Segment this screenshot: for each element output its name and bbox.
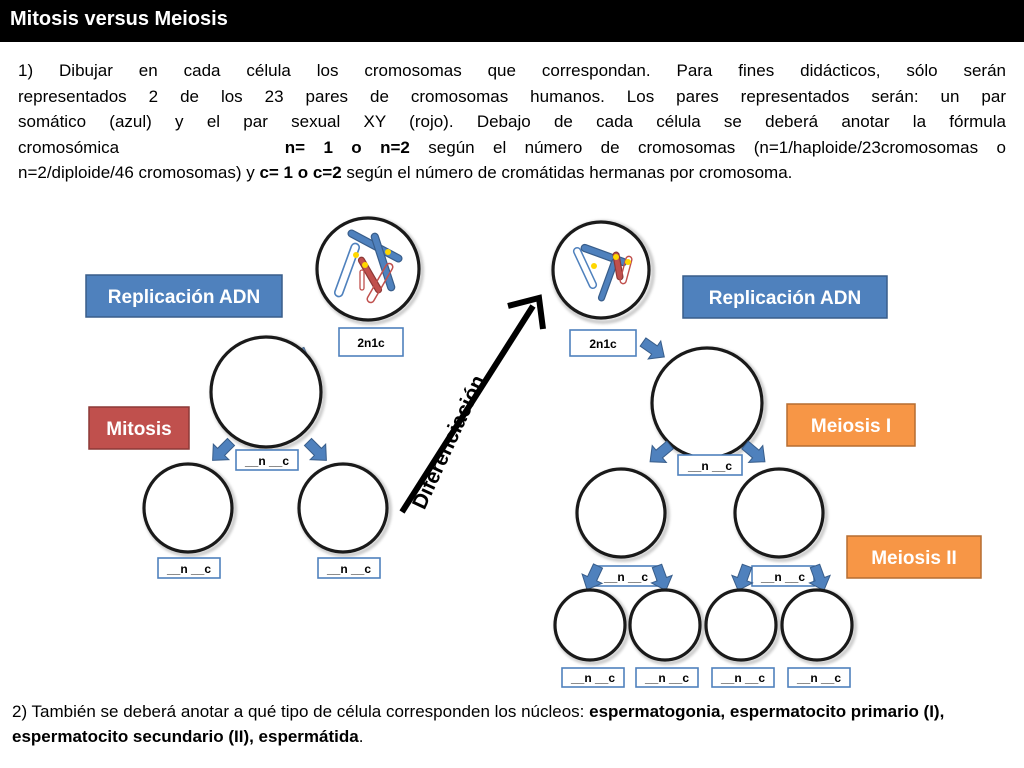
formula-blank-text: __n __c <box>603 570 648 584</box>
mitosis-start-cell <box>315 216 424 325</box>
arrow-icon <box>650 563 674 592</box>
instructions-p2-end: . <box>358 727 364 746</box>
instructions-line-4: cromosómica n= 1 o n=2 según el número d… <box>18 135 1006 161</box>
arrow-icon <box>303 437 327 461</box>
instructions-line-1: 1) Dibujar en cada célula los cromosomas… <box>18 61 1006 80</box>
meiosis-secondary-cell-left <box>575 467 670 562</box>
instructions-line-5: n=2/diploide/46 cromosomas) y c= 1 o c=2… <box>18 160 1006 186</box>
formula-blank-label <box>561 667 625 688</box>
instructions-line-2: representados 2 de los 23 pares de cromo… <box>18 86 1006 106</box>
instructions-p2-cell-types: espermatogonia, espermatocito primario (… <box>12 702 945 746</box>
meiosis-1-label: Meiosis I <box>786 403 916 447</box>
spermatid-cell-3 <box>704 588 781 665</box>
instructions-line-5-c: según el número de cromátidas hermanas p… <box>341 163 793 182</box>
spermatid-cell-2 <box>628 588 705 665</box>
formula-blank-text: __n __c <box>326 562 371 576</box>
arrow-icon <box>639 337 665 360</box>
arrow-icon <box>730 563 754 592</box>
arrow-icon <box>212 437 236 461</box>
arrow-icon <box>741 440 766 463</box>
instructions-line-3: somático (azul) y el par sexual XY (rojo… <box>18 112 1006 131</box>
meiosis-2-label: Meiosis II <box>846 535 982 579</box>
formula-blank-label <box>635 667 699 688</box>
instructions-formula-c: c= 1 o c=2 <box>259 163 342 182</box>
title-bar: Mitosis versus Meiosis <box>0 0 1024 42</box>
formula-label-text: 2n1c <box>357 336 385 350</box>
formula-blank-text: __n __c <box>644 671 689 685</box>
meiosis-1-label-text: Meiosis I <box>811 416 891 437</box>
mitosis-label: Mitosis <box>88 406 190 450</box>
instructions-line-4-c: según el número de cromosomas (n=1/haplo… <box>428 137 1006 157</box>
page-title: Mitosis versus Meiosis <box>10 8 228 30</box>
instructions-paragraph-2: 2) También se deberá anotar a qué tipo d… <box>12 699 1016 749</box>
formula-blank-label <box>157 557 221 579</box>
formula-blank-label <box>317 557 381 579</box>
spermatid-cell-1 <box>553 588 630 665</box>
mitosis-daughter-cell-right <box>297 462 392 557</box>
chromosome-drawing <box>572 243 633 302</box>
instructions-p2-intro: 2) También se deberá anotar a qué tipo d… <box>12 702 590 721</box>
spermatid-cell-4 <box>780 588 857 665</box>
differentiation-label: Diferenciación <box>408 372 490 513</box>
replication-label-text: Replicación ADN <box>108 287 260 308</box>
formula-label-text: 2n1c <box>589 337 617 351</box>
mitosis-daughter-cell-left <box>142 462 237 557</box>
instructions-line-5-a: n=2/diploide/46 cromosomas) y <box>18 163 260 182</box>
replication-label: Replicación ADN <box>85 274 283 318</box>
formula-blank-text: __n __c <box>166 562 211 576</box>
replication-label-text: Replicación ADN <box>709 288 861 309</box>
instructions-paragraph-1: 1) Dibujar en cada célula los cromosomas… <box>18 58 1006 186</box>
meiosis-secondary-cell-right <box>733 467 828 562</box>
formula-blank-text: __n __c <box>570 671 615 685</box>
formula-label <box>338 327 404 357</box>
mitosis-replicated-cell <box>209 335 326 452</box>
instructions-line-4-a: cromosómica <box>18 137 120 157</box>
mitosis-label-text: Mitosis <box>106 419 171 440</box>
formula-blank-label <box>235 449 299 471</box>
formula-blank-label <box>787 667 851 688</box>
arrow-icon <box>808 563 832 592</box>
instructions-formula-n: n= 1 o n=2 <box>284 137 410 157</box>
arrow-icon <box>649 440 674 463</box>
formula-blank-text: __n __c <box>244 454 289 468</box>
arrow-icon <box>581 563 604 591</box>
formula-label <box>569 329 637 357</box>
differentiation-arrow: Diferenciación <box>399 294 546 514</box>
formula-blank-text: __n __c <box>760 570 805 584</box>
formula-blank-text: __n __c <box>720 671 765 685</box>
replication-label: Replicación ADN <box>682 275 888 319</box>
formula-blank-label <box>711 667 775 688</box>
chromosome-drawing <box>333 229 403 304</box>
meiosis-start-cell <box>551 220 655 324</box>
formula-blank-text: __n __c <box>687 459 732 473</box>
meiosis-2-label-text: Meiosis II <box>871 548 957 569</box>
formula-blank-text: __n __c <box>796 671 841 685</box>
formula-blank-label <box>677 454 743 476</box>
